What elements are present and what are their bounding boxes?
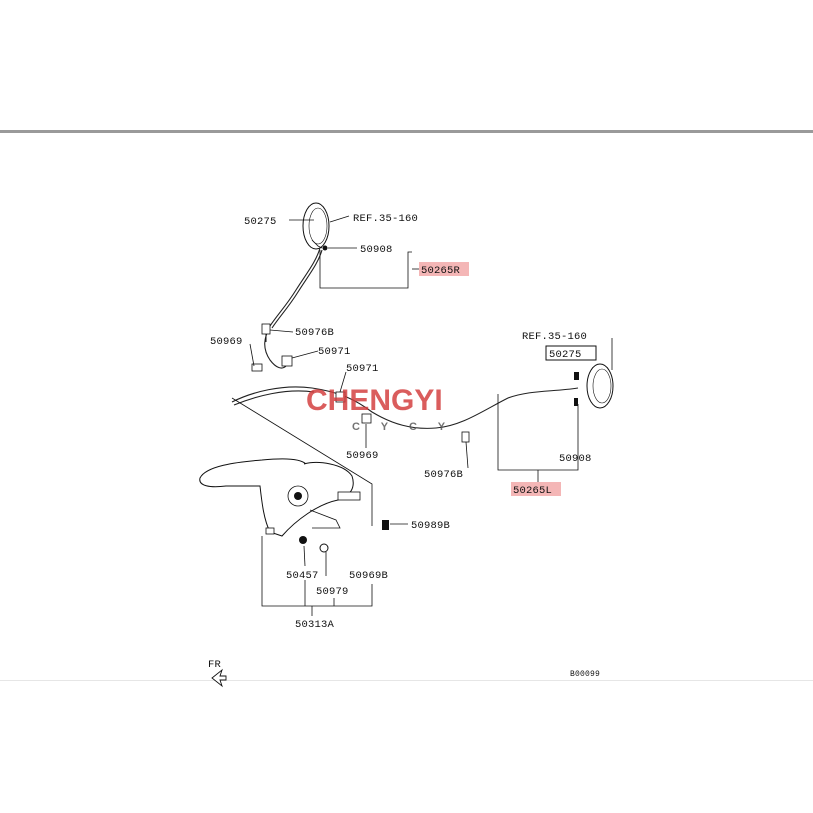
box-50275-right: [545, 345, 597, 361]
leader-lines: [249, 215, 613, 616]
watermark: CHENGYI C Y C Y: [306, 384, 454, 433]
highlight-50265l: [511, 482, 561, 496]
watermark-sub: C Y C Y: [352, 421, 454, 433]
label-ref-35-160-top: REF.35-160: [353, 213, 418, 225]
label-50976b-right: 50976B: [424, 469, 463, 481]
cable-50265r: [264, 247, 321, 369]
nut-50457: [299, 536, 307, 544]
label-50969-mid: 50969: [346, 450, 379, 462]
cable-route-line: [231, 397, 373, 526]
label-50313a: 50313A: [295, 619, 335, 631]
label-50969-left: 50969: [210, 336, 243, 348]
label-ref-35-160-right: REF.35-160: [522, 331, 587, 343]
clip-50969-left: [251, 363, 263, 372]
label-50908-top: 50908: [360, 244, 393, 256]
watermark-brand: CHENGYI: [306, 384, 443, 417]
parking-brake-lever-assembly: [199, 458, 361, 537]
clip-50971-mid: [335, 391, 346, 403]
label-fr: FR: [208, 659, 222, 671]
bolt-50979: [319, 543, 329, 553]
label-50976b: 50976B: [295, 327, 334, 339]
page-bottom-line: [0, 680, 813, 681]
front-direction-indicator: FR: [208, 659, 227, 688]
front-arrow-icon: [211, 668, 227, 688]
label-50971-a: 50971: [318, 346, 351, 358]
clip-50969-mid: [361, 413, 372, 424]
clip-50971-left: [281, 355, 293, 367]
page-separator-line: [0, 130, 813, 133]
clip-50976b-top: [261, 323, 271, 342]
label-50275-right: 50275: [549, 349, 582, 361]
label-50971-b: 50971: [346, 363, 379, 375]
label-50979: 50979: [316, 586, 349, 598]
rear-brake-left: [574, 363, 614, 409]
bolt-50976b-right: [461, 431, 470, 443]
label-50275-top: 50275: [244, 216, 277, 228]
label-50908-right: 50908: [559, 453, 592, 465]
label-50265r: 50265R: [421, 265, 461, 277]
rear-brake-right-top: [302, 202, 330, 251]
bolt-50989b: [382, 520, 389, 530]
highlight-50265r: [419, 262, 469, 276]
label-50457: 50457: [286, 570, 319, 582]
label-50989b: 50989B: [411, 520, 450, 532]
label-50969b: 50969B: [349, 570, 388, 582]
diagram-code: B00099: [570, 670, 600, 679]
label-50265l: 50265L: [513, 485, 552, 497]
cable-50265l: [231, 386, 579, 429]
